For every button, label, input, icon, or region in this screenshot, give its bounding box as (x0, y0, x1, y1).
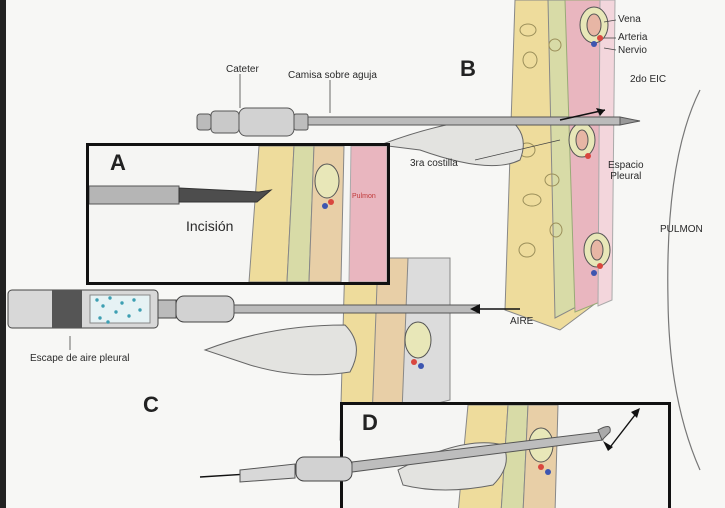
label-nervio: Nervio (618, 45, 647, 56)
label-escape: Escape de aire pleural (30, 353, 130, 364)
panel-letter-b: B (460, 56, 476, 82)
label-cateter: Cateter (226, 64, 259, 75)
label-vena: Vena (618, 14, 641, 25)
label-espacio-pleural: Espacio Pleural (608, 160, 644, 182)
panel-letter-d: D (362, 410, 378, 436)
label-incision: Incisión (186, 218, 233, 234)
label-camisa: Camisa sobre aguja (288, 70, 377, 81)
panel-letter-c: C (143, 392, 159, 418)
label-pulmon: PULMON (660, 224, 703, 235)
label-pulmon-inset: Pulmon (352, 193, 376, 200)
panel-letter-a: A (110, 150, 126, 176)
label-aire: AIRE (510, 316, 533, 327)
label-costilla: 3ra costilla (410, 158, 458, 169)
label-eic: 2do EIC (630, 74, 666, 85)
label-arteria: Arteria (618, 32, 647, 43)
